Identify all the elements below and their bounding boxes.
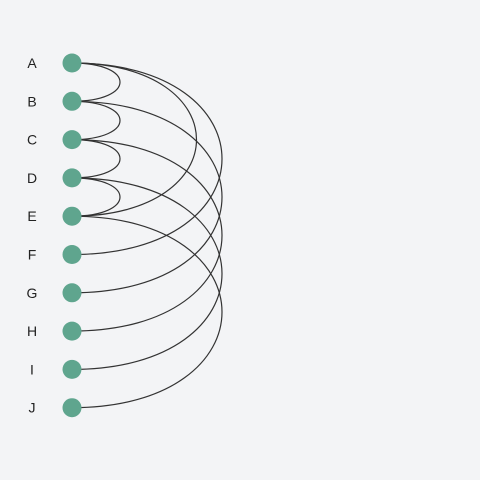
node-b[interactable]: [62, 91, 82, 111]
node-label-g: G: [27, 285, 38, 301]
node-i[interactable]: [62, 359, 82, 379]
node-f[interactable]: [62, 245, 82, 264]
node-label-j: J: [29, 400, 36, 416]
node-h[interactable]: [62, 321, 82, 341]
edge-a-e: [71, 62, 197, 217]
edge-a-f: [71, 62, 223, 256]
edge-c-h: [71, 139, 223, 332]
label-layer: A B C D E F G H I J: [27, 55, 38, 416]
node-a[interactable]: [62, 53, 82, 73]
arc-layer: [71, 62, 223, 409]
node-d[interactable]: [62, 168, 82, 188]
edge-a-b: [71, 62, 121, 102]
edge-d-i: [71, 177, 223, 370]
node-label-c: C: [27, 132, 37, 148]
node-label-i: I: [30, 361, 34, 377]
node-label-a: A: [27, 55, 37, 71]
node-label-d: D: [27, 170, 37, 186]
node-label-f: F: [28, 247, 37, 263]
node-e[interactable]: [62, 206, 82, 226]
node-label-h: H: [27, 323, 37, 339]
node-layer: [62, 53, 82, 418]
edge-b-c: [71, 100, 121, 141]
node-g[interactable]: [62, 283, 82, 303]
edge-d-e: [71, 177, 121, 217]
node-label-e: E: [27, 208, 36, 224]
node-j[interactable]: [62, 398, 82, 418]
edge-c-d: [71, 139, 121, 179]
node-label-b: B: [27, 93, 36, 109]
edge-b-g: [71, 100, 223, 294]
node-c[interactable]: [62, 130, 82, 150]
edge-e-j: [71, 215, 223, 409]
